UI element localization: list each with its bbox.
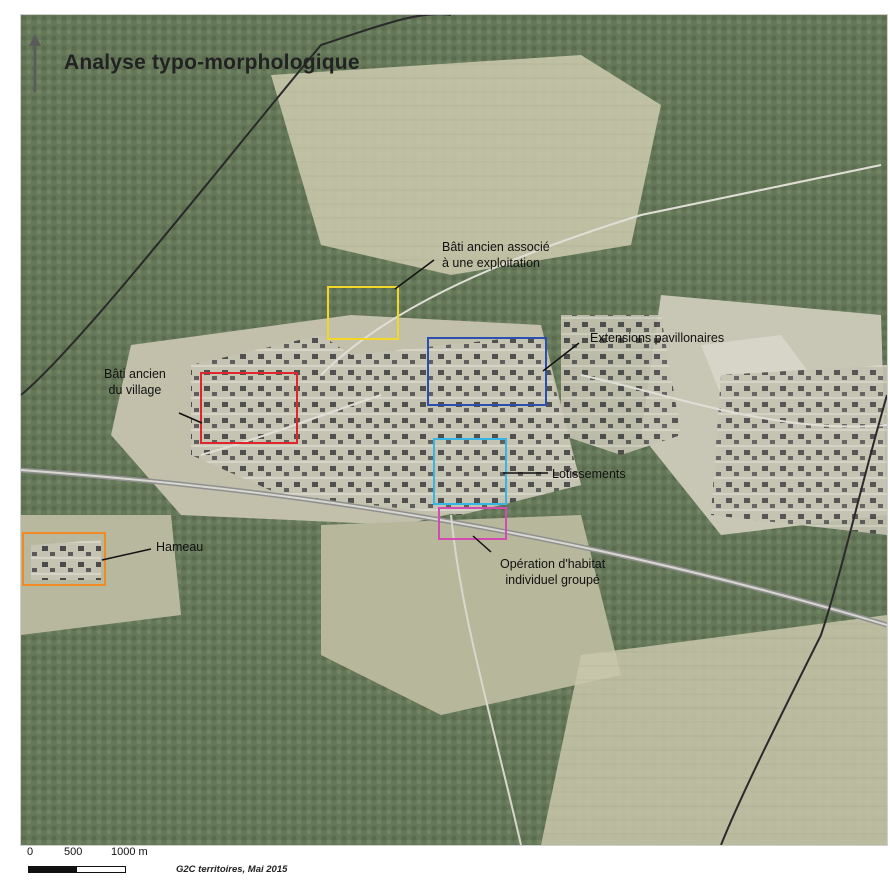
label-lotissements: Lotissements <box>552 467 626 481</box>
scale-bar-segment-black <box>29 867 77 872</box>
scale-bar-section: 0 500 1000 m G2C territoires, Mai 2015 <box>0 844 890 886</box>
aerial-map[interactable] <box>20 14 888 846</box>
label-operation: Opération d'habitat individuel groupé <box>500 557 606 587</box>
zone-bati-exploitation-frame <box>327 286 399 340</box>
zone-bati-village-frame <box>200 372 298 444</box>
zone-operation-frame <box>438 507 507 540</box>
map-credit: G2C territoires, Mai 2015 <box>176 864 288 875</box>
label-bati-exploitation: Bâti ancien associé à une exploitation <box>442 240 550 270</box>
zone-extensions-frame <box>427 337 547 406</box>
scale-bar <box>28 866 126 873</box>
scale-tick-0: 0 <box>27 846 34 858</box>
zone-hameau-frame <box>22 532 106 586</box>
aerial-photo-background <box>21 15 887 845</box>
label-hameau: Hameau <box>156 540 204 554</box>
label-bati-village: Bâti ancien du village <box>104 367 166 397</box>
map-title: Analyse typo-morphologique <box>64 51 360 74</box>
scale-tick-1000: 1000 m <box>111 846 148 858</box>
label-extensions: Extensions pavillonaires <box>590 331 725 345</box>
zone-lotissements-frame <box>433 438 507 505</box>
scale-bar-segment-white <box>77 867 125 872</box>
scale-tick-500: 500 <box>64 846 83 858</box>
north-arrow-icon <box>29 34 41 92</box>
